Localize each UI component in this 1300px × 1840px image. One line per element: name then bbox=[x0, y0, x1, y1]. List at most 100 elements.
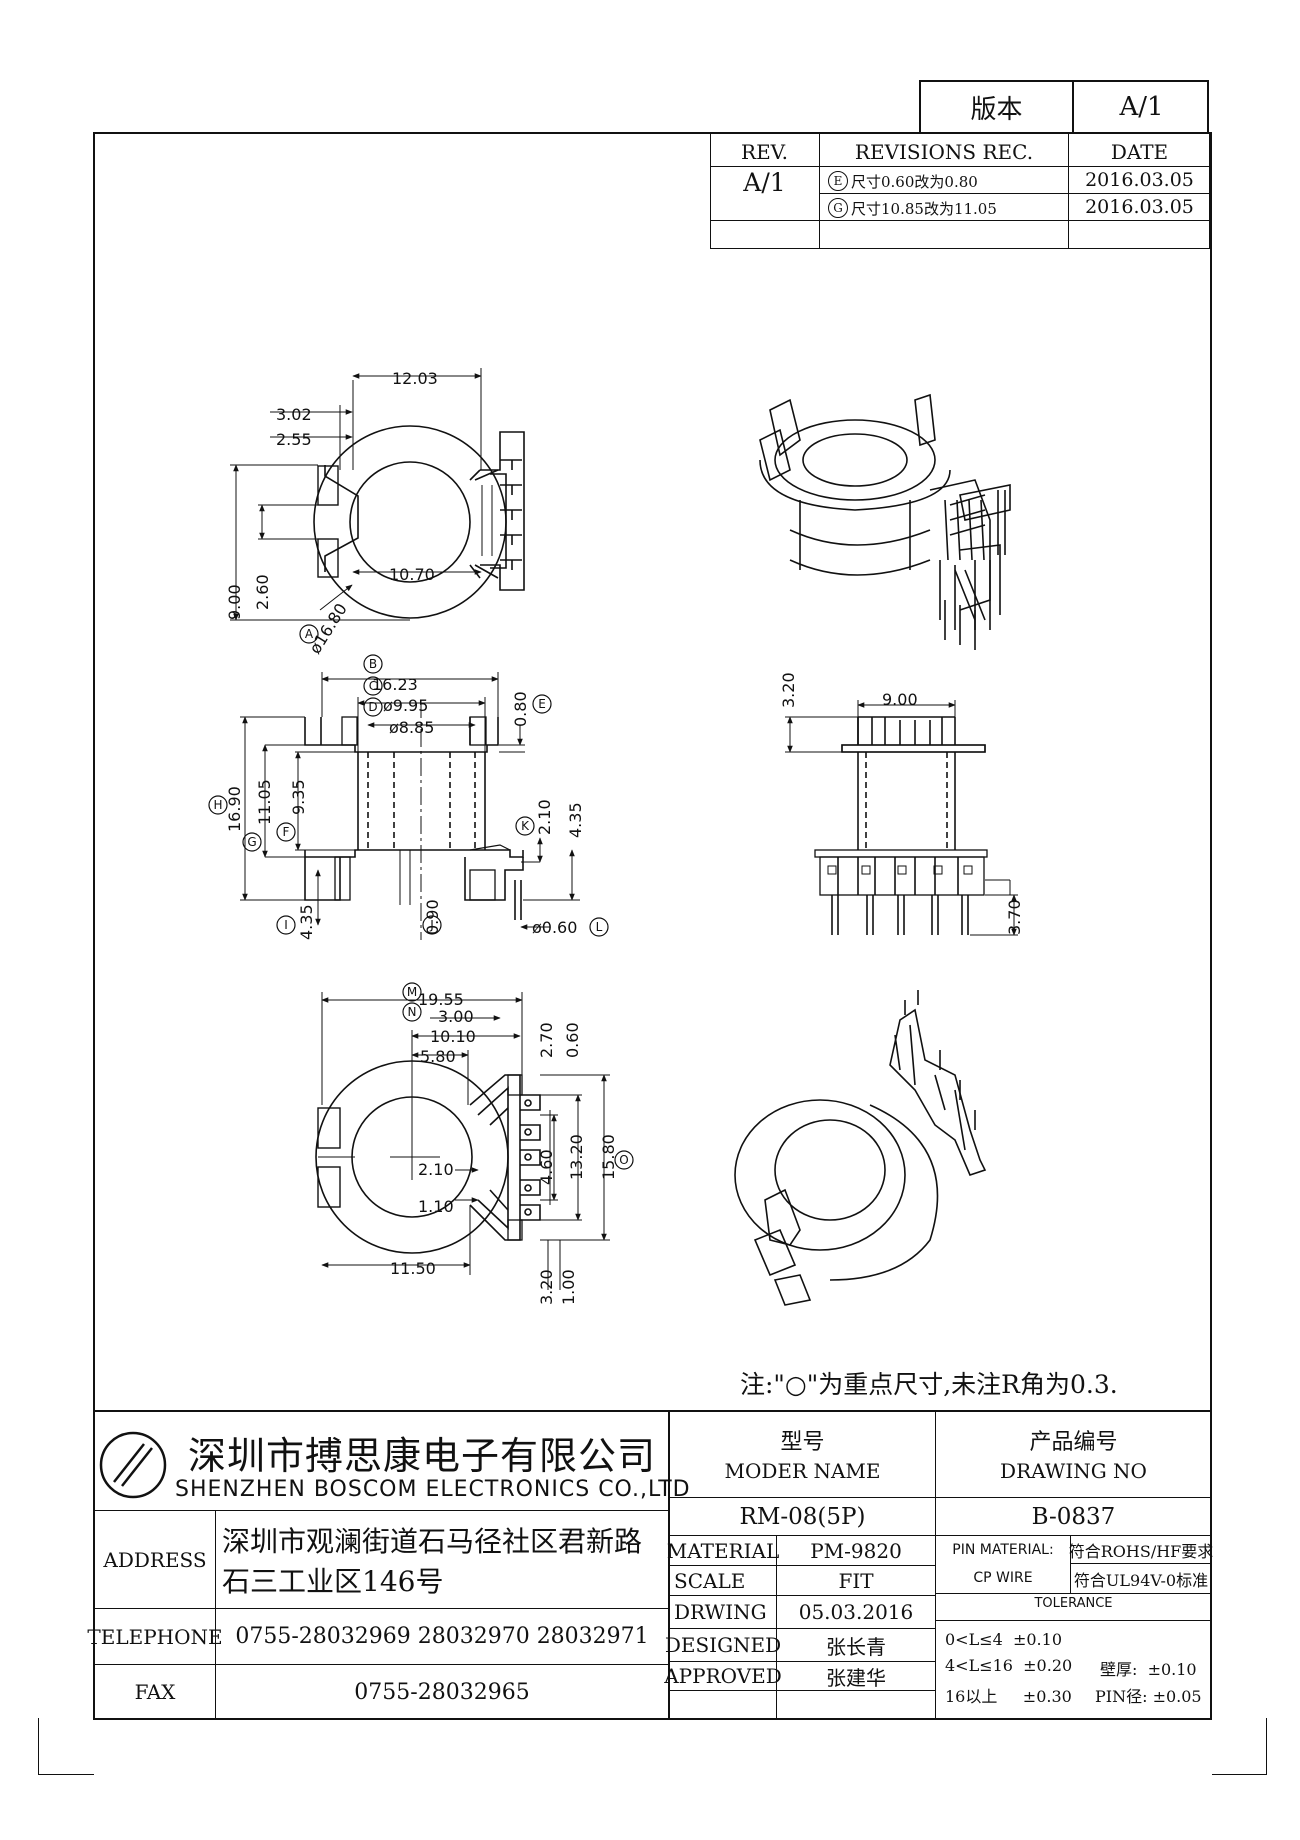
tolerance-pin: PIN径: ±0.05 bbox=[1095, 1687, 1202, 1706]
dim-top-1: 12.03 bbox=[392, 369, 438, 388]
dim-side-1: 16.23 bbox=[372, 675, 418, 694]
tolerance-line-1: 0<L≤4 ±0.10 bbox=[945, 1630, 1062, 1649]
dim-bottom-8: 4.60 bbox=[537, 1149, 556, 1185]
version-divider bbox=[1072, 80, 1074, 132]
mark-e: E bbox=[538, 697, 546, 711]
tb-col-b bbox=[935, 1410, 936, 1720]
side-view bbox=[240, 672, 580, 940]
mark-o: O bbox=[619, 1153, 628, 1167]
fax-value: 0755-28032965 bbox=[354, 1679, 530, 1705]
version-value: A/1 bbox=[1119, 92, 1164, 122]
pin-material-value-2: 符合UL94V-0标准 bbox=[1073, 1570, 1209, 1590]
info-value-drwing: 05.03.2016 bbox=[798, 1600, 914, 1624]
dim-bottom-9: 13.20 bbox=[567, 1134, 586, 1180]
dim-top-3: 2.55 bbox=[276, 430, 312, 449]
fax-label: FAX bbox=[134, 1680, 176, 1704]
tb-left-row-2 bbox=[93, 1608, 670, 1609]
tolerance-line-2: 4<L≤16 ±0.20 bbox=[945, 1656, 1073, 1675]
mark-i: I bbox=[284, 918, 288, 932]
revisions-table bbox=[710, 132, 1210, 249]
info-value-material: PM-9820 bbox=[810, 1538, 902, 1563]
address-line-1: 深圳市观澜街道石马径社区君新路 bbox=[222, 1525, 643, 1558]
address-line-2: 石三工业区146号 bbox=[222, 1565, 444, 1598]
tolerance-wall: 壁厚: ±0.10 bbox=[1100, 1660, 1197, 1679]
mark-b: B bbox=[369, 657, 377, 671]
drawing-no-label-en: DRAWING NO bbox=[1000, 1459, 1147, 1483]
drawing-no-value: B-0837 bbox=[1031, 1503, 1116, 1530]
rev-row2-text-wrap: G 尺寸10.85改为11.05 bbox=[828, 197, 997, 219]
dim-bottom-14: 1.00 bbox=[559, 1269, 578, 1305]
dim-bottom-13: 3.20 bbox=[537, 1269, 556, 1305]
drawing-note: 注:"○"为重点尺寸,未注R角为0.3. bbox=[740, 1370, 1118, 1399]
technical-drawing: 12.03 3.02 2.55 10.70 9.00 2.60 ø16.80 1… bbox=[208, 368, 1024, 1306]
info-row-2 bbox=[670, 1595, 935, 1596]
frame-bottom bbox=[93, 1718, 1212, 1720]
rev-header-rec: REVISIONS REC. bbox=[854, 140, 1034, 164]
crop-mark-left-v bbox=[38, 1718, 39, 1774]
dim-side-4: 0.80 bbox=[511, 691, 530, 727]
company-logo-icon bbox=[99, 1431, 167, 1499]
tb-mid-row-1 bbox=[670, 1497, 1211, 1498]
dim-side-2: ø9.95 bbox=[383, 696, 428, 715]
info-label-drwing: DRWING bbox=[674, 1600, 767, 1624]
pin-row-mid bbox=[1070, 1563, 1211, 1564]
dim-top-4: 10.70 bbox=[389, 565, 435, 584]
info-label-approved: APPROVED bbox=[664, 1664, 782, 1688]
isometric-view-bottom bbox=[734, 990, 987, 1306]
rev-row1-text: 尺寸0.60改为0.80 bbox=[851, 172, 978, 191]
info-value-designed: 张长青 bbox=[826, 1634, 886, 1659]
rev-row1-mark: E bbox=[828, 171, 848, 191]
top-view bbox=[230, 368, 525, 621]
info-row-5 bbox=[670, 1690, 935, 1691]
rev-row-1 bbox=[710, 166, 1210, 167]
frame-left bbox=[93, 132, 95, 1720]
crop-mark-right-v bbox=[1266, 1718, 1267, 1774]
crop-mark-right-h bbox=[1212, 1774, 1267, 1775]
dim-side-3: ø8.85 bbox=[389, 718, 434, 737]
frame-right bbox=[1210, 132, 1212, 1720]
info-label-designed: DESIGNED bbox=[664, 1633, 782, 1657]
company-name-en: SHENZHEN BOSCOM ELECTRONICS CO.,LTD bbox=[175, 1477, 691, 1502]
model-label-cn: 型号 bbox=[780, 1430, 825, 1455]
mark-k: K bbox=[521, 819, 530, 833]
rev-row1-text-wrap: E 尺寸0.60改为0.80 bbox=[828, 170, 978, 192]
mark-n: N bbox=[408, 1005, 417, 1019]
rev-row-2 bbox=[819, 193, 1210, 194]
rev-row2-text: 尺寸10.85改为11.05 bbox=[851, 199, 997, 218]
dim-bottom-2: 3.00 bbox=[438, 1007, 474, 1026]
rev-row-3 bbox=[710, 220, 1210, 221]
drawing-no-label-cn: 产品编号 bbox=[1029, 1430, 1118, 1455]
dim-side-6: 11.05 bbox=[255, 779, 274, 825]
version-box bbox=[919, 80, 1209, 132]
rev-row2-date: 2016.03.05 bbox=[1085, 196, 1194, 218]
dim-side-8: 2.10 bbox=[535, 799, 554, 835]
info-col bbox=[776, 1535, 777, 1720]
tb-col-a bbox=[668, 1410, 670, 1720]
dim-bottom-7: 2.10 bbox=[418, 1160, 454, 1179]
frame-top bbox=[93, 132, 1212, 134]
info-value-approved: 张建华 bbox=[826, 1665, 886, 1690]
bottom-view bbox=[315, 992, 610, 1290]
dim-bottom-12: 11.50 bbox=[390, 1259, 436, 1278]
version-label: 版本 bbox=[970, 94, 1023, 125]
dim-front-1: 9.00 bbox=[882, 690, 918, 709]
tol-row bbox=[936, 1620, 1211, 1621]
dim-side-5: 16.90 bbox=[225, 786, 244, 832]
pin-row-bottom bbox=[936, 1593, 1211, 1594]
mark-j: J bbox=[429, 918, 434, 932]
info-row-1 bbox=[670, 1565, 935, 1566]
mark-d: D bbox=[368, 700, 377, 714]
model-value: RM-08(5P) bbox=[739, 1503, 866, 1530]
dim-bottom-5: 2.70 bbox=[537, 1022, 556, 1058]
dim-bottom-1: 19.55 bbox=[418, 990, 464, 1009]
address-label: ADDRESS bbox=[103, 1547, 207, 1572]
dim-bottom-3: 10.10 bbox=[430, 1027, 476, 1046]
tb-mid-row-2 bbox=[670, 1535, 1211, 1536]
info-row-3 bbox=[670, 1628, 935, 1629]
rev-col-2 bbox=[1068, 134, 1069, 248]
mark-c: C bbox=[369, 679, 377, 693]
dim-side-11: 0.90 bbox=[423, 899, 442, 935]
model-label-en: MODER NAME bbox=[724, 1459, 881, 1483]
crop-mark-left-h bbox=[38, 1774, 94, 1775]
mark-h: H bbox=[213, 798, 222, 812]
